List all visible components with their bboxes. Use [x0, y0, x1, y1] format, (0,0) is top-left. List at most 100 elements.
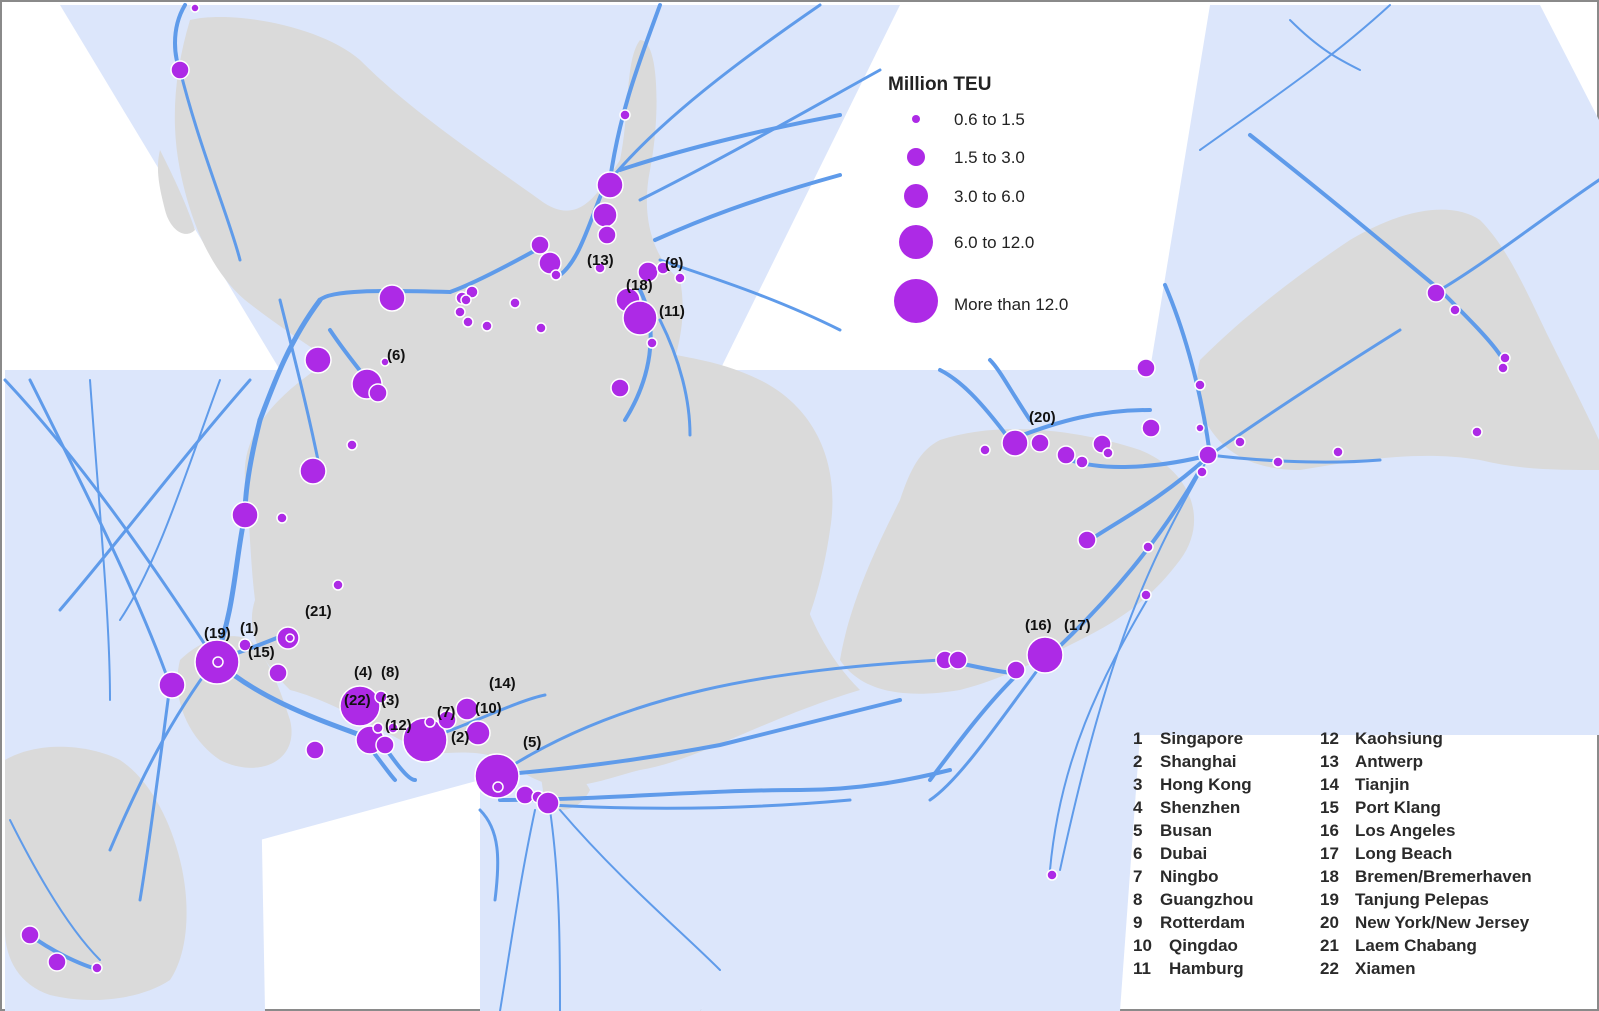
- route-line: [1088, 453, 1212, 542]
- port-label: (5): [523, 734, 541, 751]
- key-name: Kaohsiung: [1355, 729, 1443, 748]
- port-marker: [1497, 362, 1509, 374]
- route-line: [1438, 288, 1502, 357]
- port-marker: [231, 501, 259, 529]
- route-line: [1208, 328, 1402, 457]
- route-line: [559, 809, 721, 971]
- port-label: (10): [475, 700, 502, 717]
- legend-label-2: 3.0 to 6.0: [954, 187, 1025, 206]
- port-marker: [1234, 436, 1246, 448]
- port-marker: [299, 457, 327, 485]
- port-marker: [465, 720, 491, 746]
- port-marker: [387, 722, 399, 734]
- legend-symbol-3: [899, 225, 933, 259]
- key-num: 19: [1320, 890, 1339, 909]
- route-line: [658, 258, 842, 332]
- port-marker: [332, 579, 344, 591]
- key-num: 9: [1133, 913, 1142, 932]
- key-name: Los Angeles: [1355, 821, 1455, 840]
- route-line: [493, 698, 902, 777]
- port-marker: [285, 633, 295, 643]
- key-name: Ningbo: [1160, 867, 1219, 886]
- port-label: (20): [1029, 409, 1056, 426]
- key-num: 17: [1320, 844, 1339, 863]
- port-marker: [1272, 456, 1284, 468]
- port-labels: (1) (2) (3) (4) (5) (6) (7) (8) (9) (10)…: [204, 252, 1091, 751]
- key-name: Bremen/Bremerhaven: [1355, 867, 1532, 886]
- key-num: 15: [1320, 798, 1339, 817]
- port-label: (4): [354, 664, 372, 681]
- key-num: 4: [1133, 798, 1143, 817]
- route-line: [1248, 133, 1442, 292]
- port-marker: [1196, 466, 1208, 478]
- key-name: Guangzhou: [1160, 890, 1253, 909]
- route-line: [28, 378, 172, 687]
- port-marker: [1026, 636, 1064, 674]
- key-name: Long Beach: [1355, 844, 1452, 863]
- port-label: (3): [381, 692, 399, 709]
- port-marker: [1102, 447, 1114, 459]
- route-line: [478, 808, 500, 902]
- port-marker: [158, 671, 186, 699]
- port-label: (9): [665, 255, 683, 272]
- route-line: [558, 183, 607, 277]
- port-marker: [424, 716, 436, 728]
- key-name: Singapore: [1160, 729, 1243, 748]
- route-line: [498, 768, 952, 802]
- port-marker: [190, 3, 200, 13]
- key-name: Xiamen: [1355, 959, 1415, 978]
- route-line: [658, 318, 692, 437]
- route-line: [58, 378, 252, 612]
- port-label: (18): [626, 277, 653, 294]
- port-marker: [374, 690, 388, 704]
- port-marker: [1471, 426, 1483, 438]
- key-num: 22: [1320, 959, 1339, 978]
- key-num: 14: [1320, 775, 1339, 794]
- route-line: [119, 379, 221, 621]
- route-line: [548, 798, 852, 810]
- port-marker: [1198, 445, 1218, 465]
- key-name: Shanghai: [1160, 752, 1237, 771]
- route-line: [278, 298, 322, 472]
- port-marker: [1001, 429, 1029, 457]
- route-line: [1199, 4, 1391, 151]
- port-marker: [550, 269, 562, 281]
- route-line: [488, 658, 942, 782]
- port-marker: [530, 235, 550, 255]
- port-marker: [619, 109, 631, 121]
- port-marker: [304, 346, 332, 374]
- port-label: (21): [305, 603, 332, 620]
- port-label: (6): [387, 347, 405, 364]
- port-label: (13): [587, 252, 614, 269]
- port-marker: [20, 925, 40, 945]
- port-marker: [979, 444, 991, 456]
- key-num: 3: [1133, 775, 1142, 794]
- port-label: (17): [1064, 617, 1091, 634]
- route-line: [499, 809, 536, 1011]
- port-marker: [592, 202, 618, 228]
- port-marker: [1499, 352, 1511, 364]
- port-marker: [536, 791, 560, 815]
- port-marker: [368, 383, 388, 403]
- port-marker: [1006, 660, 1026, 680]
- port-marker: [238, 638, 252, 652]
- route-line: [89, 379, 111, 701]
- route-line: [928, 658, 1047, 802]
- legend-label-4: More than 12.0: [954, 295, 1068, 314]
- port-marker: [276, 512, 288, 524]
- port-marker: [622, 300, 658, 336]
- port-marker: [1195, 423, 1205, 433]
- route-line: [928, 670, 1022, 782]
- legend-label-3: 6.0 to 12.0: [954, 233, 1034, 252]
- key-num: 18: [1320, 867, 1339, 886]
- landmass-south-america: [1196, 209, 1599, 470]
- landmass-australia: [5, 746, 187, 1000]
- route-line: [178, 68, 242, 262]
- route-line: [608, 3, 822, 182]
- port-marker: [538, 251, 562, 275]
- port-marker: [460, 294, 472, 306]
- port-marker: [492, 781, 504, 793]
- legend-label-0: 0.6 to 1.5: [954, 110, 1025, 129]
- route-line: [3, 378, 217, 662]
- port-key: 1 Singapore 2 Shanghai 3 Hong Kong 4 She…: [1133, 729, 1532, 978]
